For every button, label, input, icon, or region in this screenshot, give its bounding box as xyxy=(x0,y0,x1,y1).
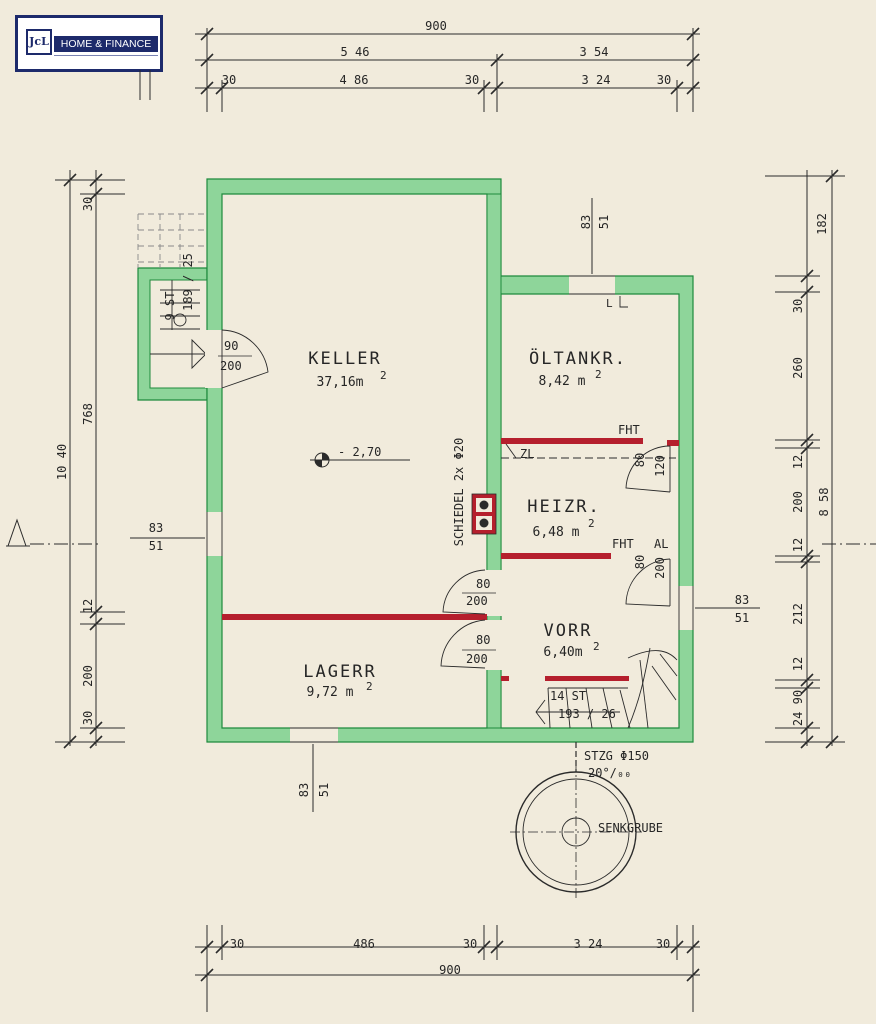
inner-stair-steps: 14 ST xyxy=(550,689,586,703)
dim-bottom-b: 486 xyxy=(353,937,375,951)
dim-top-right: 3 54 xyxy=(580,45,609,59)
dim-top-b: 4 86 xyxy=(340,73,369,87)
door-keller-height: 200 xyxy=(220,359,242,373)
supply-air-label: ZL xyxy=(520,447,534,461)
dim-top-e: 30 xyxy=(657,73,671,87)
room-area-unit-lager: 2 xyxy=(366,680,373,693)
dim-left-e: 30 xyxy=(81,711,95,725)
room-name-oeltank: ÖLTANKR. xyxy=(529,347,627,369)
floor-level: - 2,70 xyxy=(338,445,381,459)
partition-walls xyxy=(222,438,679,681)
door-heizr-width: 80 xyxy=(633,555,647,569)
dim-top-total: 900 xyxy=(425,19,447,33)
dim-left-b: 768 xyxy=(81,403,95,425)
dim-bottom-total: 900 xyxy=(439,963,461,977)
dim-bottom-d: 3 24 xyxy=(574,937,603,951)
room-area-unit-vorraum: 2 xyxy=(593,640,600,653)
window-right-height: 51 xyxy=(735,611,749,625)
dim-right-a: 182 xyxy=(815,213,829,235)
dim-bottom-e: 30 xyxy=(656,937,670,951)
dim-bottom-a: 30 xyxy=(230,937,244,951)
dim-left-c: 12 xyxy=(81,599,95,613)
dim-right-c: 260 xyxy=(791,357,805,379)
outlet-label: L xyxy=(606,297,613,310)
dim-left-d: 200 xyxy=(81,665,95,687)
dimension-lines xyxy=(6,27,876,1012)
dim-right-f: 12 xyxy=(791,538,805,552)
outer-stair-steps: 9 ST xyxy=(163,292,177,321)
entrance-stair-annex xyxy=(137,213,208,401)
level-marker-icon xyxy=(310,452,410,468)
door-oel-width: 80 xyxy=(633,453,647,467)
dim-left-a: 30 xyxy=(81,197,95,211)
window-bottom-height: 51 xyxy=(317,783,331,797)
window-left-width: 83 xyxy=(149,521,163,535)
exhaust-air-label: AL xyxy=(654,537,668,551)
dim-right-g: 212 xyxy=(791,603,805,625)
interior-stair xyxy=(535,647,678,729)
walls xyxy=(205,178,695,744)
room-area-lager: 9,72 m xyxy=(307,685,354,700)
door-heiz-height: 200 xyxy=(466,594,488,608)
door-vorr-width: 80 xyxy=(476,633,490,647)
dim-right-h: 12 xyxy=(791,657,805,671)
room-area-heizraum: 6,48 m xyxy=(533,525,580,540)
dim-right-d: 12 xyxy=(791,455,805,469)
dim-top-c: 30 xyxy=(465,73,479,87)
dim-right-e: 200 xyxy=(791,491,805,513)
door-keller-width: 90 xyxy=(224,339,238,353)
fire-door-label-1: FHT xyxy=(618,423,640,437)
room-name-heizraum: HEIZR. xyxy=(527,497,600,517)
logo-tagline-line xyxy=(54,55,158,59)
chimney-label: SCHIEDEL 2x Φ20 xyxy=(452,438,466,546)
outer-stair-size: 189 / 25 xyxy=(181,253,195,311)
logo-name: HOME & FINANCE xyxy=(54,36,158,52)
company-logo: JcL HOME & FINANCE xyxy=(15,15,163,72)
dim-top-left: 5 46 xyxy=(341,45,370,59)
dim-right-total: 8 58 xyxy=(817,488,831,517)
dim-top-d: 3 24 xyxy=(582,73,611,87)
window-left-height: 51 xyxy=(149,539,163,553)
window-top-width: 83 xyxy=(579,215,593,229)
door-heiz-width: 80 xyxy=(476,577,490,591)
door-heizr-height: 200 xyxy=(653,557,667,579)
window-bottom-width: 83 xyxy=(297,783,311,797)
door-oel-height: 120 xyxy=(653,455,667,477)
dim-top-a: 30 xyxy=(222,73,236,87)
plan-labels: KELLER 37,16m 2 ÖLTANKR. 8,42 m 2 HEIZR.… xyxy=(55,19,831,977)
window-top-height: 51 xyxy=(597,215,611,229)
dim-right-b: 30 xyxy=(791,299,805,313)
room-area-unit-heizraum: 2 xyxy=(588,517,595,530)
room-name-lager: LAGERR xyxy=(303,662,376,682)
room-name-keller: KELLER xyxy=(308,349,381,369)
room-area-unit-oeltank: 2 xyxy=(595,368,602,381)
door-swings xyxy=(221,296,676,669)
fire-door-label-2: FHT xyxy=(612,537,634,551)
room-area-keller: 37,16m xyxy=(317,375,364,390)
window-right-width: 83 xyxy=(735,593,749,607)
room-area-unit-keller: 2 xyxy=(380,369,387,382)
drain-pipe-label: STZG Φ150 xyxy=(584,749,649,763)
septic-tank xyxy=(510,742,642,900)
room-area-vorraum: 6,40m xyxy=(543,645,582,660)
inner-stair-size: 193 / 26 xyxy=(558,707,616,721)
door-vorr-height: 200 xyxy=(466,652,488,666)
septic-tank-label: SENKGRUBE xyxy=(598,821,663,835)
drain-pipe-slope: 20°/₀₀ xyxy=(588,766,631,780)
chimney xyxy=(471,493,497,535)
room-area-oeltank: 8,42 m xyxy=(539,374,586,389)
dim-left-total: 10 40 xyxy=(55,444,69,480)
dim-right-i: 24 90 xyxy=(791,690,805,726)
room-name-vorraum: VORR xyxy=(544,621,593,641)
dim-bottom-c: 30 xyxy=(463,937,477,951)
logo-mark: JcL xyxy=(26,29,52,55)
